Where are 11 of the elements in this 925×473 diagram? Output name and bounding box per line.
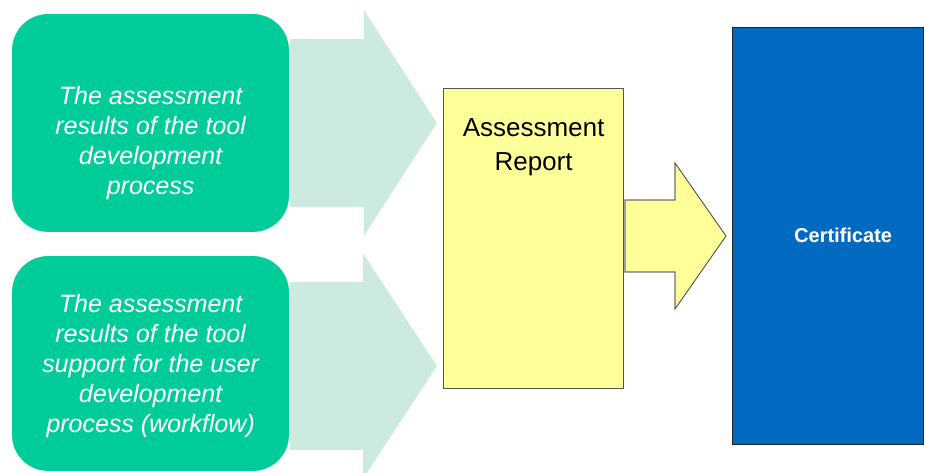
node-label: Certificate [794,224,892,248]
input-box [12,256,289,471]
node-label: The assessment results of the tool support for the user development process (workflow) [41,288,260,438]
certificate-box [732,27,924,445]
node-label: Assessment Report [462,110,606,178]
block-arrow [290,10,437,236]
block-arrow [624,161,727,311]
report-box [443,88,624,389]
node-label: The assessment results of the tool development process [54,81,248,201]
block-arrow [290,253,437,473]
input-box [12,14,289,232]
